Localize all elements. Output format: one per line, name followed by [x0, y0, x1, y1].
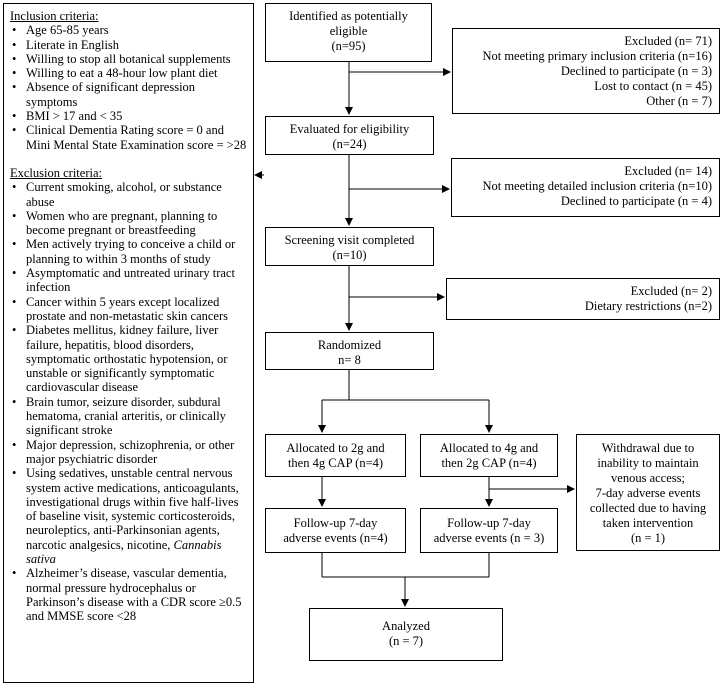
- inclusion-item: Clinical Dementia Rating score = 0 and M…: [10, 123, 247, 152]
- excluded-reason: Not meeting primary inclusion criteria (…: [482, 49, 712, 63]
- identified-count: (n=95): [331, 39, 366, 53]
- identified-box: Identified as potentially eligible (n=95…: [265, 3, 432, 62]
- exclusion-item: Alzheimer’s disease, vascular dementia, …: [10, 566, 247, 623]
- inclusion-item: BMI > 17 and < 35: [10, 109, 247, 124]
- inclusion-item: Absence of significant depression sympto…: [10, 80, 247, 109]
- inclusion-item: Age 65-85 years: [10, 23, 247, 38]
- excluded-reason: Not meeting detailed inclusion criteria …: [482, 179, 712, 193]
- analyzed-count: (n = 7): [388, 634, 424, 648]
- randomized-label: Randomized: [317, 338, 382, 352]
- analyzed-label: Analyzed: [382, 619, 430, 633]
- evaluated-count: (n=24): [332, 137, 367, 151]
- allocation-box-b: Allocated to 4g and then 2g CAP (n=4): [420, 434, 558, 477]
- excluded-box-1: Excluded (n= 71) Not meeting primary inc…: [452, 28, 720, 114]
- excluded-total: Excluded (n= 2): [630, 284, 712, 298]
- excluded-total: Excluded (n= 14): [624, 164, 712, 178]
- screening-count: (n=10): [332, 248, 367, 262]
- withdrawal-line: inability to maintain: [597, 456, 699, 470]
- allocation-label: Allocated to 4g and: [439, 441, 539, 455]
- allocation-label: then 2g CAP (n=4): [441, 456, 537, 470]
- withdrawal-line: venous access;: [611, 471, 685, 485]
- withdrawal-line: taken intervention: [602, 516, 694, 530]
- inclusion-item: Willing to stop all botanical supplement…: [10, 52, 247, 67]
- exclusion-item: Current smoking, alcohol, or substance a…: [10, 180, 247, 209]
- allocation-box-a: Allocated to 2g and then 4g CAP (n=4): [265, 434, 406, 477]
- followup-label: Follow-up 7-day: [447, 516, 531, 530]
- excluded-reason: Dietary restrictions (n=2): [584, 299, 712, 313]
- exclusion-criteria-list: Current smoking, alcohol, or substance a…: [10, 180, 247, 623]
- followup-label: Follow-up 7-day: [293, 516, 378, 530]
- exclusion-item-text: Using sedatives, unstable central nervou…: [26, 466, 239, 552]
- excluded-total: Excluded (n= 71): [624, 34, 712, 48]
- excluded-reason: Declined to participate (n = 4): [560, 194, 712, 208]
- screening-box: Screening visit completed (n=10): [265, 227, 434, 266]
- withdrawal-count: (n = 1): [630, 531, 666, 545]
- allocation-label: Allocated to 2g and: [286, 441, 385, 455]
- excluded-reason: Other (n = 7): [646, 94, 712, 108]
- exclusion-item: Women who are pregnant, planning to beco…: [10, 209, 247, 238]
- excluded-reason: Declined to participate (n = 3): [560, 64, 712, 78]
- followup-box-a: Follow-up 7-day adverse events (n=4): [265, 508, 406, 553]
- exclusion-item: Brain tumor, seizure disorder, subdural …: [10, 395, 247, 438]
- excluded-box-2: Excluded (n= 14) Not meeting detailed in…: [451, 158, 720, 217]
- followup-label: adverse events (n = 3): [433, 531, 545, 545]
- inclusion-item: Literate in English: [10, 38, 247, 53]
- exclusion-item: Asymptomatic and untreated urinary tract…: [10, 266, 247, 295]
- allocation-label: then 4g CAP (n=4): [287, 456, 384, 470]
- randomized-box: Randomized n= 8: [265, 332, 434, 370]
- exclusion-item: Major depression, schizophrenia, or othe…: [10, 438, 247, 467]
- exclusion-item: Diabetes mellitus, kidney failure, liver…: [10, 323, 247, 394]
- inclusion-item: Willing to eat a 48-hour low plant diet: [10, 66, 247, 81]
- exclusion-item: Cancer within 5 years except localized p…: [10, 295, 247, 324]
- excluded-reason: Lost to contact (n = 45): [594, 79, 712, 93]
- exclusion-item: Men actively trying to conceive a child …: [10, 237, 247, 266]
- excluded-box-3: Excluded (n= 2) Dietary restrictions (n=…: [446, 278, 720, 320]
- analyzed-box: Analyzed (n = 7): [309, 608, 503, 661]
- followup-box-b: Follow-up 7-day adverse events (n = 3): [420, 508, 558, 553]
- withdrawal-line: collected due to having: [589, 501, 707, 515]
- identified-line: Identified as potentially: [289, 9, 408, 23]
- withdrawal-box: Withdrawal due to inability to maintain …: [576, 434, 720, 551]
- screening-label: Screening visit completed: [284, 233, 415, 247]
- identified-line: eligible: [329, 24, 368, 38]
- evaluated-box: Evaluated for eligibility (n=24): [265, 116, 434, 155]
- criteria-panel: Inclusion criteria: Age 65-85 years Lite…: [3, 3, 254, 683]
- followup-label: adverse events (n=4): [283, 531, 388, 545]
- inclusion-criteria-title: Inclusion criteria:: [10, 9, 99, 23]
- randomized-count: n= 8: [338, 353, 361, 367]
- exclusion-item-italic: Cannabis sativa: [26, 537, 222, 566]
- evaluated-label: Evaluated for eligibility: [289, 122, 410, 136]
- withdrawal-line: 7-day adverse events: [595, 486, 701, 500]
- inclusion-criteria-list: Age 65-85 years Literate in English Will…: [10, 23, 247, 152]
- exclusion-item: Using sedatives, unstable central nervou…: [10, 466, 247, 566]
- withdrawal-line: Withdrawal due to: [601, 441, 695, 455]
- exclusion-criteria-title: Exclusion criteria:: [10, 165, 102, 180]
